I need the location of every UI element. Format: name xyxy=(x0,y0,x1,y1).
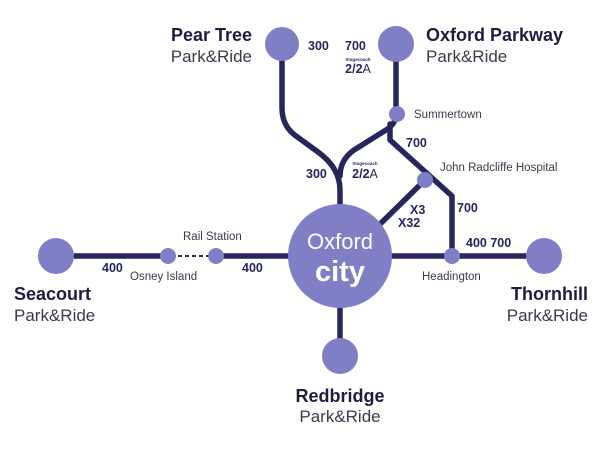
city-label-line2: city xyxy=(315,256,365,288)
route-line-summertown-headington xyxy=(387,121,455,259)
headington-stop xyxy=(444,248,460,264)
route-400-rail: 400 xyxy=(242,261,263,275)
city-label-line1: Oxford xyxy=(307,229,373,254)
route-700-headington: 700 xyxy=(457,201,478,215)
route-line-jr-hospital-city xyxy=(373,177,428,231)
route-x3: X3 xyxy=(410,203,425,217)
route-300-mid: 300 xyxy=(306,167,327,181)
summertown-stop xyxy=(389,106,405,122)
seacourt-name: Seacourt xyxy=(14,284,91,304)
redbridge-sub: Park&Ride xyxy=(299,407,380,426)
route-700-top: 700 xyxy=(345,39,366,53)
route-x32: X32 xyxy=(398,216,420,230)
route-2-2a-mid: 2/2A xyxy=(352,167,378,181)
route-line-pear-tree xyxy=(279,41,343,213)
john-radcliffe-stop xyxy=(417,172,433,188)
headington-label: Headington xyxy=(422,271,481,283)
redbridge-stop xyxy=(322,338,358,374)
oxford-parkway-sub: Park&Ride xyxy=(426,47,507,66)
rail-station-label: Rail Station xyxy=(183,231,242,243)
route-700-summertown: 700 xyxy=(406,136,427,150)
osney-island-label: Osney Island xyxy=(130,271,197,283)
stagecoach-label-mid: Stagecoach xyxy=(352,161,378,166)
thornhill-sub: Park&Ride xyxy=(507,306,588,325)
rail-station-stop xyxy=(208,248,224,264)
osney-island-stop xyxy=(160,248,176,264)
route-300-top: 300 xyxy=(308,39,329,53)
seacourt-sub: Park&Ride xyxy=(14,306,95,325)
stagecoach-label-top: Stagecoach xyxy=(345,57,371,62)
pear-tree-name: Pear Tree xyxy=(171,25,252,45)
thornhill-name: Thornhill xyxy=(511,284,588,304)
john-radcliffe-label: John Radcliffe Hospital xyxy=(440,162,557,174)
redbridge-name: Redbridge xyxy=(295,386,384,406)
oxford-parkway-stop xyxy=(378,26,414,62)
route-400-700-east: 400 700 xyxy=(466,236,511,250)
thornhill-stop xyxy=(526,238,562,274)
oxford-city-hub xyxy=(288,204,392,308)
seacourt-stop xyxy=(38,238,74,274)
oxford-parkway-name: Oxford Parkway xyxy=(426,25,563,45)
pear-tree-sub: Park&Ride xyxy=(171,47,252,66)
route-2-2a-top: 2/2A xyxy=(345,62,371,76)
route-400-west: 400 xyxy=(102,261,123,275)
pear-tree-stop xyxy=(265,27,299,61)
summertown-label: Summertown xyxy=(414,109,482,121)
